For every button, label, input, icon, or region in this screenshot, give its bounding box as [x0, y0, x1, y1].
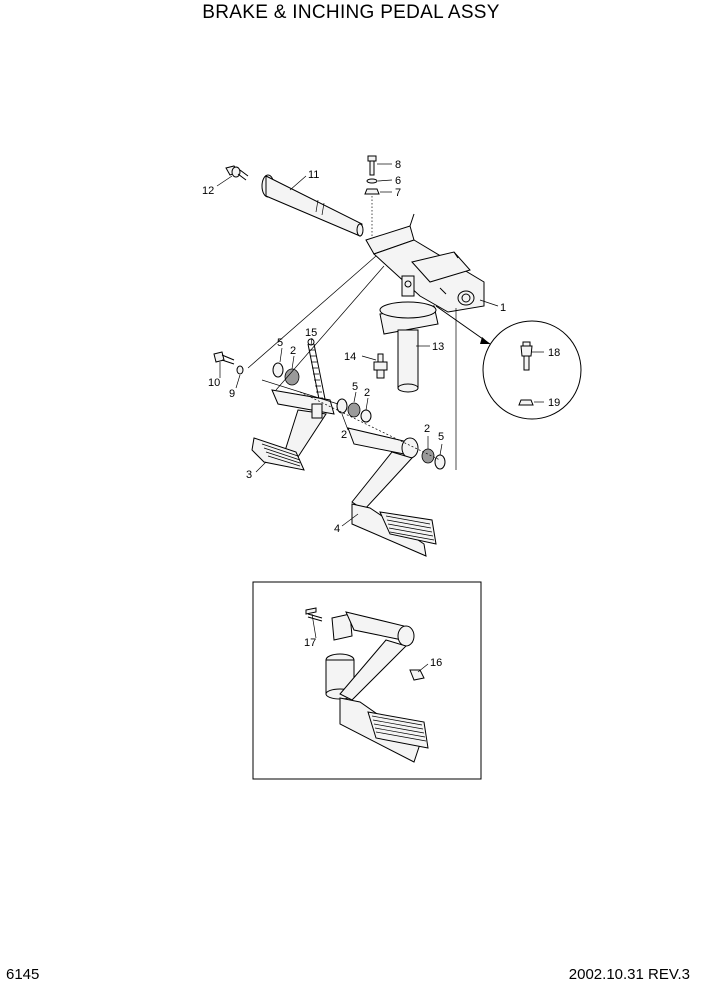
callout-11: 11	[308, 169, 319, 181]
part-16-pin	[409, 669, 425, 681]
part-15-spring	[307, 338, 327, 405]
part-2-bushing-c	[360, 409, 372, 423]
part-19-nut	[518, 399, 534, 406]
callout-5a: 5	[277, 337, 283, 349]
part-10-bolt	[213, 351, 235, 365]
callout-14: 14	[344, 351, 356, 363]
callout-16: 16	[430, 657, 442, 669]
callout-18: 18	[548, 347, 560, 359]
callout-5c: 5	[438, 431, 444, 443]
callout-labels: 12 11 8 6 7 1 13 14 10 9 5 2 15 5 2 2 3 …	[202, 159, 560, 669]
callout-8: 8	[395, 159, 401, 171]
leader-lines	[216, 163, 544, 673]
callout-17: 17	[304, 637, 316, 649]
callout-2b: 2	[364, 387, 370, 399]
callout-10: 10	[208, 377, 220, 389]
callout-15: 15	[305, 327, 317, 339]
page-title: BRAKE & INCHING PEDAL ASSY	[202, 2, 500, 23]
callout-2c: 2	[341, 429, 347, 441]
page-number: 6145	[6, 966, 40, 983]
callout-1: 1	[500, 302, 506, 314]
callout-5b: 5	[352, 381, 358, 393]
part-2-bushing-d	[421, 448, 435, 464]
inset-frame	[252, 581, 482, 780]
callout-2a: 2	[290, 345, 296, 357]
part-14-fitting	[373, 353, 388, 379]
callout-19: 19	[548, 397, 560, 409]
part-6-washer	[366, 178, 378, 184]
part-1-bracket	[365, 213, 485, 313]
callout-2d: 2	[424, 423, 430, 435]
part-12-bolt	[225, 165, 249, 181]
callout-12: 12	[202, 185, 214, 197]
inset-assembly	[305, 607, 429, 763]
detail-circle	[435, 305, 582, 420]
part-17-pin	[305, 607, 317, 615]
part-4-inching-pedal	[347, 427, 437, 557]
part-11-shaft	[261, 174, 364, 237]
part-5-washer-c	[434, 454, 446, 470]
part-5-washer-a	[272, 362, 284, 378]
part-9-washer	[236, 365, 244, 375]
callout-9: 9	[229, 388, 235, 400]
revision-date: 2002.10.31 REV.3	[568, 966, 690, 983]
part-5-washer-b	[347, 402, 361, 418]
part-3-brake-pedal	[251, 389, 335, 471]
part-13-valve	[379, 275, 439, 393]
callout-7: 7	[395, 187, 401, 199]
part-7-nut	[364, 188, 380, 195]
part-2-bushing-b	[336, 398, 348, 414]
callout-13: 13	[432, 341, 444, 353]
part-18-pin	[520, 341, 533, 371]
callout-3: 3	[246, 469, 252, 481]
part-8-bolt	[367, 155, 377, 176]
callout-4: 4	[334, 523, 340, 535]
callout-6: 6	[395, 175, 401, 187]
